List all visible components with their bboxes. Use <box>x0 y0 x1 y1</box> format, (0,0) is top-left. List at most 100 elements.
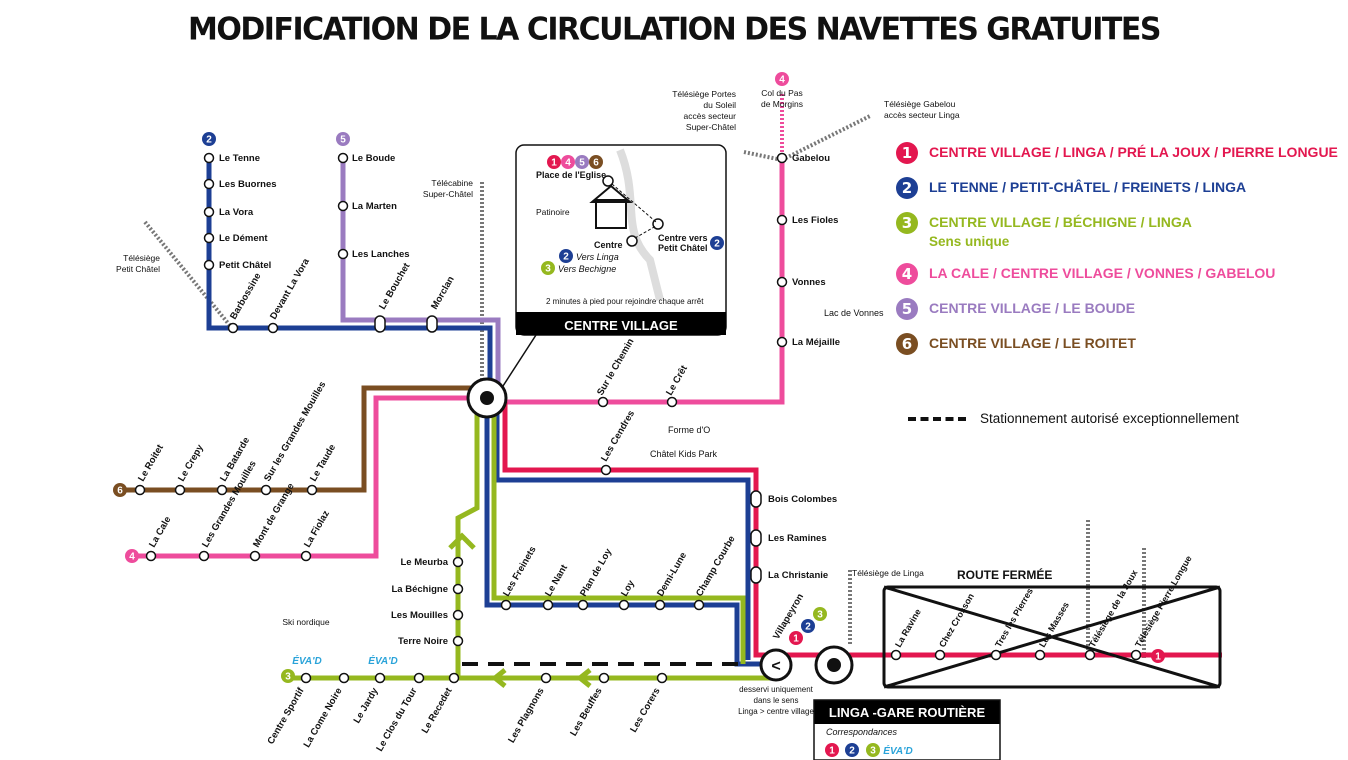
stop-label: Le Dément <box>219 233 268 244</box>
stop-label: Le Recedet <box>420 685 455 735</box>
line-3-arrow-left <box>490 668 507 688</box>
line-badge <box>801 619 815 633</box>
stop-marker <box>203 152 215 164</box>
inset-label: Centre vers <box>658 233 708 243</box>
stop-marker <box>145 550 157 562</box>
stop-marker <box>597 396 609 408</box>
stop-marker <box>452 635 464 647</box>
stop-marker <box>267 322 279 334</box>
stop-label: Le Tenne <box>219 153 260 164</box>
stop-marker <box>656 672 668 684</box>
stop-label: Le Crêt <box>664 363 690 398</box>
line-badge-number: 2 <box>805 622 811 633</box>
line-badge <box>710 236 724 250</box>
legend-sublabel: Sens unique <box>929 234 1010 249</box>
line-2-bottom <box>484 404 776 667</box>
stop-marker <box>776 152 788 164</box>
legend-label: CENTRE VILLAGE / LE BOUDE <box>929 300 1136 316</box>
stop-label: Plan de Loy <box>578 546 615 598</box>
stop-marker <box>203 232 215 244</box>
line-1 <box>502 402 1222 658</box>
stop-label: Le Clos du Tour <box>374 686 419 754</box>
place-label: Forme d'O <box>668 425 710 435</box>
line-4-east <box>486 160 785 405</box>
line-5 <box>340 160 501 396</box>
stop-marker <box>452 609 464 621</box>
stop-label: La Christanie <box>768 570 828 581</box>
stop-label: Les Mouilles <box>391 610 448 621</box>
line-badge <box>281 669 295 683</box>
lift-cables <box>143 114 1146 660</box>
lift-label: Télécabine <box>431 178 473 188</box>
stop-marker <box>1130 649 1142 661</box>
centre-village-inset <box>515 144 727 336</box>
parking-legend: Stationnement autorisé exceptionnellemen… <box>908 411 1239 426</box>
note-label: Linga > centre village <box>738 707 814 716</box>
stop-marker <box>666 396 678 408</box>
stop-marker <box>540 672 552 684</box>
page-title: MODIFICATION DE LA CIRCULATION DES NAVET… <box>188 11 1161 48</box>
stop-marker <box>448 672 460 684</box>
stop-marker <box>203 178 215 190</box>
stop-marker <box>452 583 464 595</box>
linga-label: LINGA -GARE ROUTIÈRE <box>829 705 986 720</box>
inset-label: 2 minutes à pied pour rejoindre chaque a… <box>546 297 704 306</box>
stop-marker <box>134 484 146 496</box>
line-badge-number: 3 <box>285 672 291 683</box>
stop-marker <box>306 484 318 496</box>
stop-marker <box>750 566 762 584</box>
stop-marker <box>750 490 762 508</box>
inset-label: Centre <box>594 240 623 250</box>
stop-marker <box>654 599 666 611</box>
legend-label: CENTRE VILLAGE / LINGA / PRÉ LA JOUX / P… <box>929 144 1338 160</box>
stop-marker <box>413 672 425 684</box>
stop-label: Le Nant <box>543 562 570 598</box>
lift-label: Télésiège Gabelou <box>884 99 956 109</box>
line-3-west <box>455 404 480 678</box>
stop-label: Le Bouchet <box>377 260 413 311</box>
stop-marker <box>776 336 788 348</box>
stop-label: Barbossine <box>228 271 263 321</box>
line-badge <box>559 249 573 263</box>
stop-label: Centre Sportif <box>265 685 307 746</box>
stop-marker <box>338 672 350 684</box>
stop-marker <box>426 315 438 333</box>
stop-marker <box>198 550 210 562</box>
lift-label: Petit Châtel <box>116 264 160 274</box>
stop-marker <box>934 649 946 661</box>
linga-correspondances-box <box>813 699 1001 760</box>
line-3 <box>491 404 746 664</box>
line-badge <box>775 72 789 86</box>
stop-label: Terre Noire <box>398 636 448 647</box>
stop-marker <box>300 550 312 562</box>
stop-marker <box>374 315 386 333</box>
stop-marker <box>203 259 215 271</box>
stop-label: Tres les Pierres <box>993 586 1035 649</box>
stop-label: Les Corers <box>628 686 662 734</box>
stop-marker <box>618 599 630 611</box>
lift-label: du Soleil <box>703 100 736 110</box>
stop-marker <box>990 649 1002 661</box>
stop-marker <box>1034 649 1046 661</box>
inset-label: Vers Bechigne <box>558 264 616 274</box>
stop-marker <box>452 556 464 568</box>
line-6 <box>120 385 482 493</box>
line-2-badge: 2 <box>896 177 918 199</box>
inset-label: Place de l'Eglise <box>536 170 606 180</box>
note-label: dans le sens <box>754 696 799 705</box>
lift-label: Télésiège <box>123 253 160 263</box>
stop-marker <box>337 200 349 212</box>
stop-marker <box>374 672 386 684</box>
evad-logo: ÉVA'D <box>368 654 397 667</box>
lift-label: Télésiège de Linga <box>852 568 924 578</box>
lift-label: Télésiège Portes <box>672 89 736 99</box>
legend-label: CENTRE VILLAGE / BÉCHIGNE / LINGA <box>929 214 1192 230</box>
lift-label: de Morgins <box>761 99 803 109</box>
evad-logo: ÉVA'D <box>292 654 321 667</box>
